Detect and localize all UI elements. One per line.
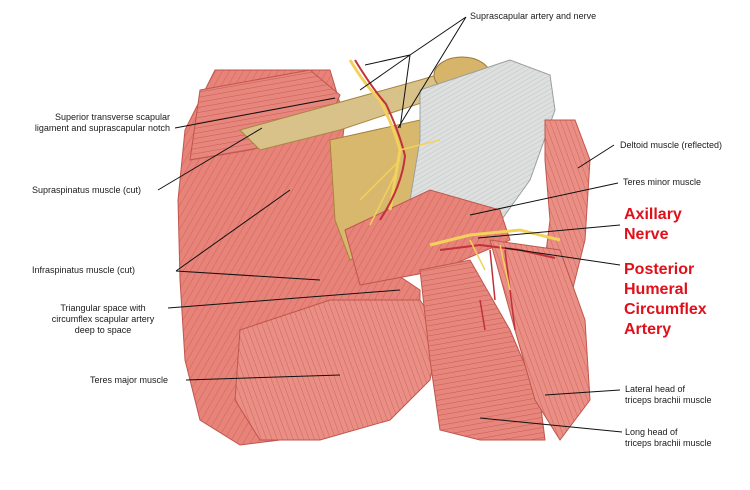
leader-posterior	[504, 247, 621, 266]
leader-superior-transverse	[174, 97, 336, 129]
axillary-nerve-vessel	[429, 228, 561, 247]
leader-teres-major	[185, 374, 341, 381]
label-line: triceps brachii muscle	[625, 438, 712, 448]
triceps-lateral-head	[489, 239, 591, 441]
label-line: Lateral head of	[625, 384, 686, 394]
label-axillary-nerve: Axillary Nerve	[624, 205, 682, 245]
leader-suprascapular	[359, 16, 467, 129]
label-line: deep to space	[74, 325, 132, 335]
label-teres-major: Teres major muscle	[90, 375, 169, 385]
label-line: Posterior	[624, 261, 695, 278]
leader-long-head	[479, 417, 623, 433]
leader-lines	[157, 16, 623, 433]
leader-lateral-head	[544, 389, 621, 396]
leader-infraspinatus-1	[175, 189, 291, 272]
leader-deltoid	[577, 144, 615, 169]
leader-teres-minor	[469, 182, 619, 216]
label-posterior-humeral-circumflex-artery: Posterior Humeral Circumflex Artery	[624, 260, 707, 340]
leader-triangular	[167, 289, 401, 309]
teres-minor-muscle	[344, 189, 511, 286]
label-line: Nerve	[624, 226, 669, 243]
suprascapular-nerve	[348, 59, 402, 211]
label-line: ligament and suprascapular notch	[34, 123, 170, 133]
label-triangular-space: Triangular space with circumflex scapula…	[40, 303, 166, 336]
label-superior-transverse: Superior transverse scapular ligament an…	[12, 112, 170, 134]
label-lateral-head: Lateral head of triceps brachii muscle	[625, 384, 712, 406]
label-line: triceps brachii muscle	[625, 395, 712, 405]
label-line: Axillary	[624, 206, 682, 223]
label-line: Long head of	[625, 427, 678, 437]
fossa-branches	[359, 139, 441, 226]
label-line: Superior transverse scapular	[54, 112, 170, 122]
triceps-long-head	[419, 259, 546, 441]
label-infraspinatus: Infraspinatus muscle (cut)	[32, 265, 136, 275]
label-teres-minor: Teres minor muscle	[623, 177, 702, 187]
label-line: circumflex scapular artery	[51, 314, 155, 324]
leader-axillary	[477, 224, 621, 239]
label-line: Triangular space with	[60, 303, 146, 313]
suprascapular-artery	[354, 59, 407, 221]
label-deltoid: Deltoid muscle (reflected)	[620, 140, 723, 150]
label-supraspinatus: Supraspinatus muscle (cut)	[32, 185, 142, 195]
leader-supraspinatus	[157, 127, 263, 191]
label-long-head: Long head of triceps brachii muscle	[625, 427, 712, 449]
leader-infraspinatus-2	[175, 270, 321, 281]
teres-major-muscle	[234, 299, 441, 441]
label-line: Humeral	[624, 281, 689, 298]
label-line: Circumflex	[624, 301, 707, 318]
nerve-branches	[469, 239, 511, 291]
label-suprascapular: Suprascapular artery and nerve	[470, 11, 597, 21]
label-line: Artery	[624, 321, 672, 338]
